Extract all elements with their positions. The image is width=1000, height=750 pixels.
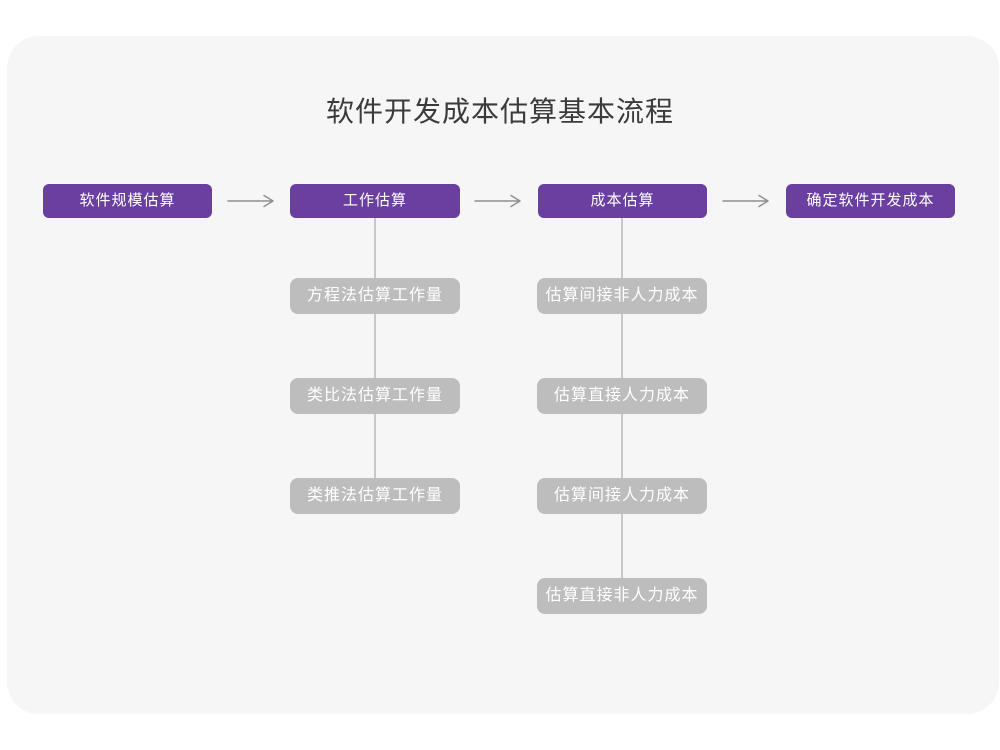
sub-node-analogy-method: 类比法估算工作量: [290, 378, 460, 414]
connector-work-estimation: [374, 218, 376, 496]
right-arrow-icon: [722, 194, 769, 208]
flow-node-determine-development-cost: 确定软件开发成本: [786, 184, 955, 218]
flow-node-software-scale-estimation: 软件规模估算: [43, 184, 212, 218]
sub-node-indirect-labor-cost: 估算间接人力成本: [537, 478, 707, 514]
sub-node-direct-nonlabor-cost: 估算直接非人力成本: [537, 578, 707, 614]
sub-node-extrapolation-method: 类推法估算工作量: [290, 478, 460, 514]
flow-node-cost-estimation: 成本估算: [538, 184, 707, 218]
diagram-card: [7, 36, 999, 714]
diagram-title: 软件开发成本估算基本流程: [325, 96, 674, 127]
sub-node-equation-method: 方程法估算工作量: [290, 278, 460, 314]
sub-node-indirect-nonlabor-cost: 估算间接非人力成本: [537, 278, 707, 314]
right-arrow-icon: [474, 194, 521, 208]
flow-node-work-estimation: 工作估算: [290, 184, 460, 218]
sub-node-direct-labor-cost: 估算直接人力成本: [537, 378, 707, 414]
right-arrow-icon: [227, 194, 274, 208]
